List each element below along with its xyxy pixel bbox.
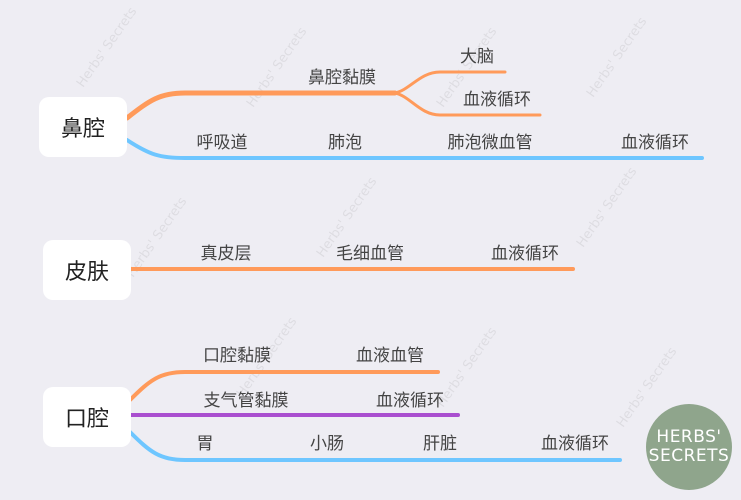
branch-line-respiratory xyxy=(125,138,704,160)
topic-blood-circulation[interactable]: 血液循环 xyxy=(376,391,444,411)
topic-blood-circulation[interactable]: 血液循环 xyxy=(541,434,609,454)
topic-oral-mucosa[interactable]: 口腔黏膜 xyxy=(203,346,271,366)
root-node-skin[interactable]: 皮肤 xyxy=(43,240,131,300)
topic-capillaries[interactable]: 毛细血管 xyxy=(336,244,404,264)
topic-bronchial-mucosa[interactable]: 支气管黏膜 xyxy=(203,391,289,411)
branch-line-stomach xyxy=(128,430,622,462)
topic-brain[interactable]: 大脑 xyxy=(460,47,494,67)
root-node-nose[interactable]: 鼻腔 xyxy=(39,97,127,157)
herbs-secrets-logo: HERBS' SECRETS xyxy=(646,404,732,490)
topic-alveoli[interactable]: 肺泡 xyxy=(328,133,362,153)
topic-stomach[interactable]: 胃 xyxy=(196,434,214,454)
topic-nasal-mucosa[interactable]: 鼻腔黏膜 xyxy=(308,68,376,88)
logo-line-1: HERBS' xyxy=(656,427,722,447)
topic-respiratory-tract[interactable]: 呼吸道 xyxy=(196,133,248,153)
topic-dermis[interactable]: 真皮层 xyxy=(200,244,252,264)
topic-blood-circulation[interactable]: 血液循环 xyxy=(463,90,531,110)
topic-blood-vessels[interactable]: 血液血管 xyxy=(356,346,424,366)
branch-line-blood-1 xyxy=(393,91,542,117)
branch-line-brain xyxy=(393,70,507,95)
logo-line-2: SECRETS xyxy=(648,446,730,466)
topic-small-intestine[interactable]: 小肠 xyxy=(310,434,344,454)
branch-line-nasal-mucosa xyxy=(124,90,398,121)
topic-blood-circulation[interactable]: 血液循环 xyxy=(621,133,689,153)
topic-alveolar-capillaries[interactable]: 肺泡微血管 xyxy=(447,133,533,153)
topic-blood-circulation[interactable]: 血液循环 xyxy=(491,244,559,264)
root-node-mouth[interactable]: 口腔 xyxy=(43,387,131,447)
branch-line-oral-mucosa xyxy=(128,370,440,402)
topic-liver[interactable]: 肝脏 xyxy=(423,434,457,454)
